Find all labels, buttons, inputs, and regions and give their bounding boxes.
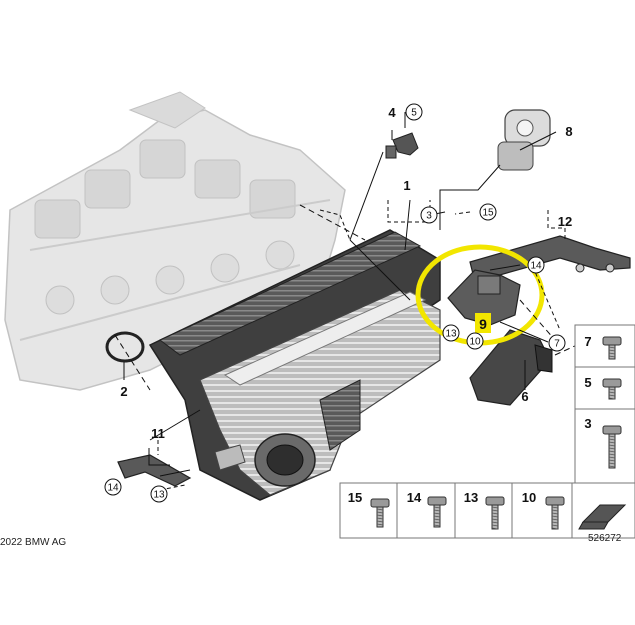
bolt-3-icon xyxy=(602,425,622,469)
control-unit xyxy=(469,329,553,406)
bolt-10-icon xyxy=(545,496,565,530)
callout-4: 4 xyxy=(388,105,396,120)
leader-line xyxy=(319,209,351,241)
arrow-icon xyxy=(578,504,627,530)
leader-line xyxy=(349,151,384,241)
legend-box-5 xyxy=(574,366,635,410)
leader-line xyxy=(148,448,170,466)
callout-5-marker xyxy=(405,103,423,121)
callout-13b: 13 xyxy=(445,329,457,340)
legend-label-3: 3 xyxy=(584,416,591,431)
callout-15: 15 xyxy=(482,208,494,219)
callout-11: 11 xyxy=(151,426,165,441)
callout-3: 3 xyxy=(426,211,432,222)
callout-8: 8 xyxy=(565,124,572,139)
leader-line xyxy=(454,211,471,215)
legend-label-15: 15 xyxy=(348,490,362,505)
callout-7: 7 xyxy=(554,339,560,350)
callout-10: 10 xyxy=(469,337,481,348)
legend-box-10 xyxy=(511,482,573,539)
callout-14b: 14 xyxy=(530,261,542,272)
leader-line xyxy=(149,409,201,441)
legend-label-5: 5 xyxy=(584,375,591,390)
legend-label-10: 10 xyxy=(522,490,536,505)
legend-box-3 xyxy=(574,408,635,484)
leader-line xyxy=(547,210,566,240)
leader-line xyxy=(404,199,411,251)
leader-line xyxy=(159,484,186,491)
bolt-7-icon xyxy=(602,336,622,360)
leader-line xyxy=(499,321,549,343)
legend-label-7: 7 xyxy=(584,334,591,349)
bolt-15-icon xyxy=(370,498,390,528)
callout-12: 12 xyxy=(558,214,572,229)
legend-label-13: 13 xyxy=(464,490,478,505)
callout-7-marker xyxy=(548,334,566,352)
drawing-number: 526272 xyxy=(588,533,622,544)
legend-box-15 xyxy=(339,482,398,539)
callout-5: 5 xyxy=(411,108,417,119)
callout-1: 1 xyxy=(403,178,410,193)
leader-line xyxy=(159,469,191,477)
callout-6: 6 xyxy=(521,389,528,404)
leader-line xyxy=(529,259,561,331)
callout-13-marker xyxy=(150,485,168,503)
leader-line xyxy=(349,239,411,301)
callout-10-marker xyxy=(466,332,484,350)
pressure-sensor xyxy=(385,132,419,159)
callout-13: 13 xyxy=(153,490,165,501)
gasket-ring xyxy=(105,331,145,363)
cylinder-head-ghost xyxy=(4,91,346,391)
intake-manifold xyxy=(148,229,441,501)
copyright-text: 2022 BMW AG xyxy=(0,537,66,548)
projection-line xyxy=(519,299,556,341)
callout-9-highlight xyxy=(475,313,491,333)
actuator-valve xyxy=(497,109,551,171)
leader-line xyxy=(387,200,431,223)
mounting-rail xyxy=(469,235,631,283)
leader-lines xyxy=(114,112,611,491)
sensor-highlighted xyxy=(447,269,521,326)
callout-2: 2 xyxy=(120,384,127,399)
leader-line xyxy=(519,131,557,151)
legend-frames xyxy=(339,324,635,539)
leader-line xyxy=(489,264,521,271)
legend-box-13 xyxy=(454,482,513,539)
bolt-14-icon xyxy=(427,496,447,528)
callout-13b-marker xyxy=(442,324,460,342)
callout-14: 14 xyxy=(107,483,119,494)
projection-line xyxy=(299,204,366,241)
callout-14b-marker xyxy=(527,256,545,274)
callout-9: 9 xyxy=(479,316,487,332)
legend-label-14: 14 xyxy=(407,490,422,505)
legend-box-14 xyxy=(396,482,456,539)
callout-3-marker xyxy=(420,206,438,224)
bolt-5-icon xyxy=(602,378,622,400)
callout-15-marker xyxy=(479,203,497,221)
support-bracket xyxy=(117,454,192,487)
projection-line xyxy=(114,334,151,391)
bolt-13-icon xyxy=(485,496,505,530)
callout-14-marker xyxy=(104,478,122,496)
leader-line xyxy=(439,164,501,230)
